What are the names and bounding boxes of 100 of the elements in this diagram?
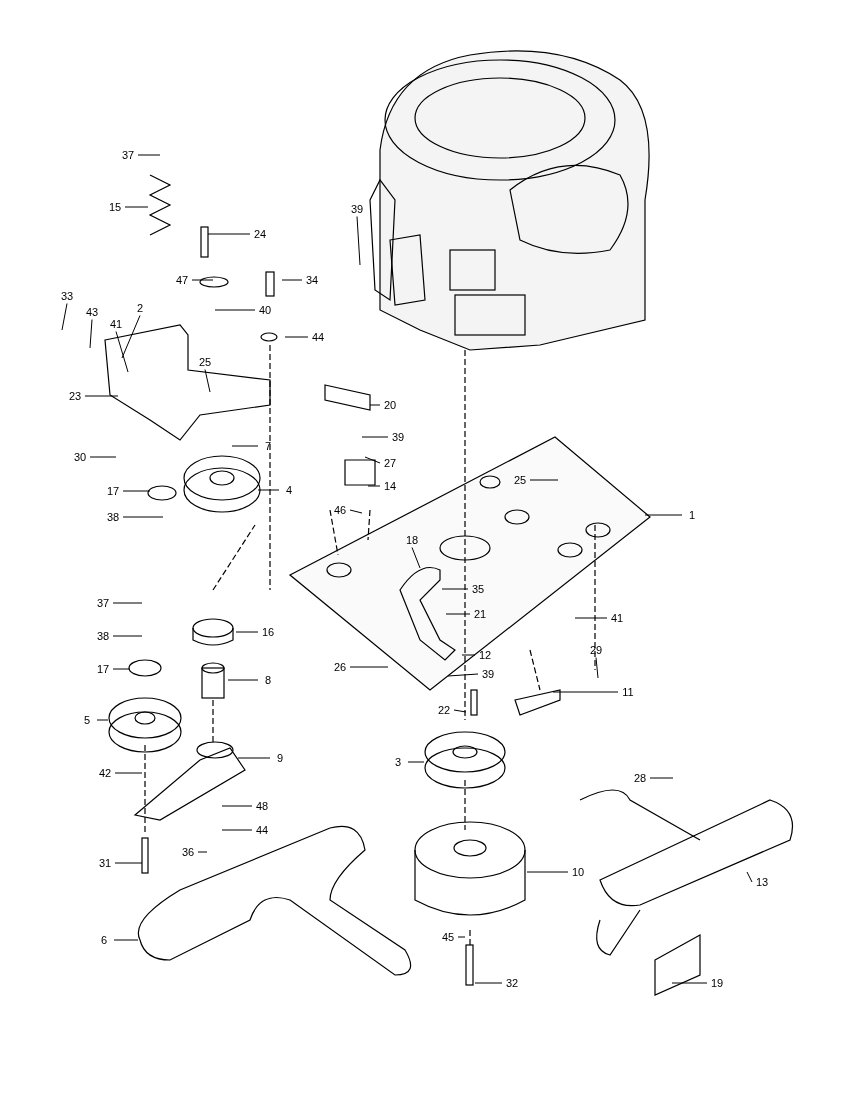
callout-number: 12 xyxy=(476,648,494,662)
leader-line xyxy=(221,805,253,807)
callout-number: 26 xyxy=(331,660,349,674)
leader-line xyxy=(453,709,467,713)
leader-line xyxy=(644,514,683,516)
callout-number: 48 xyxy=(253,799,271,813)
leader-line xyxy=(112,635,143,637)
leader-line xyxy=(114,862,143,864)
callout-number: 21 xyxy=(471,607,489,621)
leader-line xyxy=(114,772,143,774)
callout-number: 37 xyxy=(94,596,112,610)
callout-number: 41 xyxy=(608,611,626,625)
leader-line xyxy=(447,673,479,677)
leader-line xyxy=(237,757,271,759)
leader-line xyxy=(257,489,280,491)
leader-line xyxy=(671,982,708,984)
callout-number: 41 xyxy=(107,317,125,331)
leader-line xyxy=(89,456,117,458)
leader-line xyxy=(574,617,608,619)
callout-number: 33 xyxy=(58,289,76,303)
leader-line xyxy=(445,613,471,615)
leader-line xyxy=(61,303,68,331)
callout-number: 27 xyxy=(381,456,399,470)
leader-line xyxy=(411,547,421,569)
callout-number: 29 xyxy=(587,643,605,657)
callout-number: 37 xyxy=(119,148,137,162)
leader-line xyxy=(356,216,361,266)
callout-number: 18 xyxy=(403,533,421,547)
leader-line xyxy=(124,206,149,208)
callout-number: 17 xyxy=(94,662,112,676)
leader-line xyxy=(197,851,208,853)
leader-line xyxy=(552,691,619,693)
callout-number: 42 xyxy=(96,766,114,780)
callout-number: 8 xyxy=(259,673,277,687)
leader-line xyxy=(221,829,253,831)
callout-number: 7 xyxy=(259,439,277,453)
leader-line xyxy=(122,516,164,518)
callout-number: 40 xyxy=(256,303,274,317)
callout-number: 30 xyxy=(71,450,89,464)
callout-number: 20 xyxy=(381,398,399,412)
callout-number: 39 xyxy=(389,430,407,444)
callout-number: 4 xyxy=(280,483,298,497)
callout-number: 6 xyxy=(95,933,113,947)
leader-line xyxy=(96,719,109,721)
callout-number: 25 xyxy=(196,355,214,369)
leader-line xyxy=(349,509,363,514)
leader-line xyxy=(89,319,93,349)
callout-number: 11 xyxy=(619,685,637,699)
leader-line xyxy=(112,602,143,604)
callout-number: 13 xyxy=(753,875,771,889)
leader-line xyxy=(474,982,503,984)
callout-number: 45 xyxy=(439,930,457,944)
callout-number: 22 xyxy=(435,703,453,717)
callout-number: 5 xyxy=(78,713,96,727)
leader-line xyxy=(746,871,753,883)
leader-line xyxy=(227,679,259,681)
leader-line xyxy=(367,485,381,487)
callout-number: 23 xyxy=(66,389,84,403)
callout-number: 34 xyxy=(303,273,321,287)
leader-line xyxy=(231,445,259,447)
leader-line xyxy=(526,871,569,873)
callout-number: 36 xyxy=(179,845,197,859)
callout-number: 43 xyxy=(83,305,101,319)
leader-line xyxy=(84,395,119,397)
callout-number: 25 xyxy=(511,473,529,487)
callout-number: 39 xyxy=(348,202,366,216)
callout-number: 2 xyxy=(131,301,149,315)
leader-line xyxy=(457,936,466,938)
callout-number: 1 xyxy=(683,508,701,522)
callout-number: 16 xyxy=(259,625,277,639)
leader-line xyxy=(284,336,309,338)
leader-line xyxy=(204,369,211,393)
callout-number: 24 xyxy=(251,227,269,241)
leader-line xyxy=(407,761,425,763)
callout-number: 14 xyxy=(381,479,399,493)
callout-number: 39 xyxy=(479,667,497,681)
leader-line xyxy=(112,668,131,670)
leader-line xyxy=(235,631,259,633)
leader-line xyxy=(207,233,251,235)
callout-number: 17 xyxy=(104,484,122,498)
leader-line xyxy=(649,777,674,779)
leader-line xyxy=(115,331,129,373)
callout-number: 28 xyxy=(631,771,649,785)
callout-number: 44 xyxy=(253,823,271,837)
leader-line xyxy=(461,654,476,656)
callout-number: 3 xyxy=(389,755,407,769)
leader-line xyxy=(595,657,599,679)
callout-number: 31 xyxy=(96,856,114,870)
callout-number: 15 xyxy=(106,200,124,214)
callout-number: 44 xyxy=(309,330,327,344)
leader-line xyxy=(214,309,256,311)
leader-line xyxy=(349,666,389,668)
leader-line xyxy=(369,404,381,406)
callout-number: 38 xyxy=(104,510,122,524)
leader-line xyxy=(121,315,141,359)
callout-number: 35 xyxy=(469,582,487,596)
callout-number: 19 xyxy=(708,976,726,990)
callout-number: 47 xyxy=(173,273,191,287)
leader-line xyxy=(137,154,161,156)
leader-line xyxy=(191,279,214,281)
